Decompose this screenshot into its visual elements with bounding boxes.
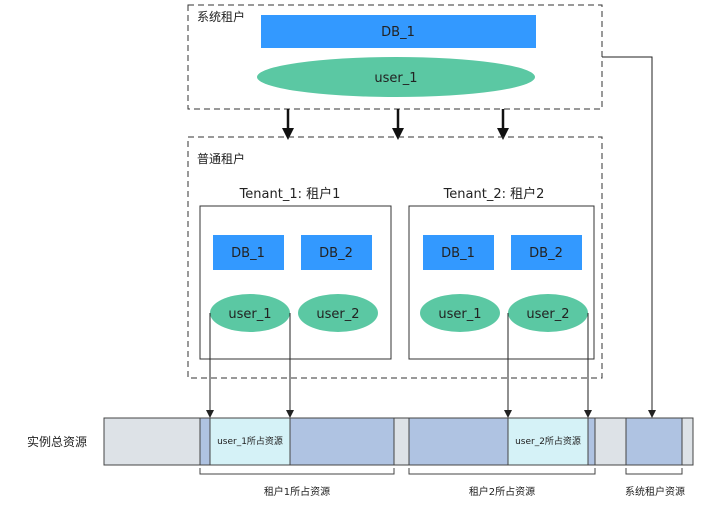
tenant2-resource-label: 租户2所占资源 — [469, 485, 535, 498]
normal-tenant-title: 普通租户 — [197, 151, 245, 166]
tenant1-resource-label: 租户1所占资源 — [264, 485, 330, 498]
tenant2-user2-label: user_2 — [526, 307, 569, 322]
tenant2-db2-box — [511, 235, 582, 270]
tenant1-bracket — [199, 468, 395, 475]
tenant2-user2-ellipse — [508, 294, 588, 332]
system-resource-label: 系统租户资源 — [625, 485, 685, 498]
tenant2-db1-label: DB_1 — [441, 246, 475, 261]
system-db-label: DB_1 — [381, 25, 415, 40]
system-resource-segment — [625, 417, 683, 466]
tenant2-db2-label: DB_2 — [529, 246, 563, 261]
resource-bar — [103, 417, 694, 466]
tenant1-box — [199, 205, 392, 360]
resource-row-label: 实例总资源 — [27, 434, 87, 449]
tenant2-db1-box — [423, 235, 494, 270]
user2-share-label: user_2所占资源 — [515, 435, 581, 447]
system-bracket — [625, 468, 683, 475]
tenant2-user1-label: user_1 — [438, 307, 481, 322]
tenant1-user2-label: user_2 — [316, 307, 359, 322]
tenant1-user1-label: user_1 — [228, 307, 271, 322]
tenant2-box — [408, 205, 595, 360]
system-db-box — [261, 15, 536, 48]
tenant2-user1-ellipse — [420, 294, 500, 332]
tenant2-title: Tenant_2: 租户2 — [443, 186, 545, 202]
tenant1-db1-box — [213, 235, 284, 270]
tenant1-db2-label: DB_2 — [319, 246, 353, 261]
normal-tenant-box — [187, 136, 603, 379]
tenant2-user2-resource-segment — [507, 417, 589, 466]
system-user-ellipse — [257, 57, 535, 97]
tenant1-title: Tenant_1: 租户1 — [239, 186, 341, 202]
tenant1-db1-label: DB_1 — [231, 246, 265, 261]
tenant1-user1-ellipse — [210, 294, 290, 332]
tenant2-bracket — [408, 468, 596, 475]
system-tenant-connector — [602, 56, 656, 418]
tenant1-user1-resource-segment — [209, 417, 291, 466]
user1-share-label: user_1所占资源 — [217, 435, 283, 447]
system-user-label: user_1 — [374, 71, 417, 86]
tenant1-user2-ellipse — [298, 294, 378, 332]
system-tenant-title: 系统租户 — [197, 9, 245, 24]
tenant1-db2-box — [301, 235, 372, 270]
